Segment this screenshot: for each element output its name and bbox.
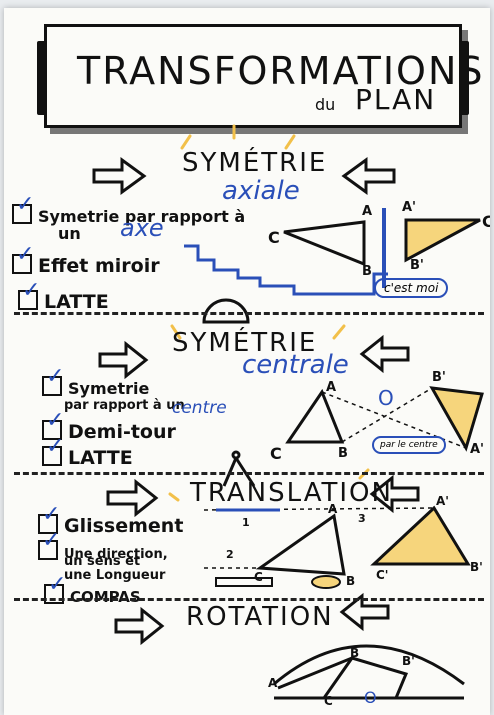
central-item-par-rapport: par rapport à un: [64, 398, 185, 413]
protractor: [202, 298, 250, 324]
divider-2: [14, 472, 484, 475]
label-C: C: [268, 228, 280, 247]
checkbox-icon: [12, 242, 34, 274]
central-item-1: Symetrie: [42, 364, 149, 398]
title-main: TRANSFORMATIONS: [77, 49, 485, 93]
staircase-line: [184, 244, 388, 296]
yellow-blob: [311, 575, 341, 589]
title-plan: PLAN: [355, 83, 437, 116]
heading-arrows: [92, 157, 420, 646]
translation-item-3: un sens et: [64, 554, 141, 569]
central-label-A: A: [326, 380, 337, 395]
axial-item-un: un: [58, 224, 81, 243]
label-C-prime: C': [482, 212, 490, 231]
trans-step-3: 3: [358, 512, 366, 525]
axial-subheading: axiale: [222, 176, 300, 206]
central-heading: SYMÉTRIE: [172, 328, 318, 358]
trans-label-B: B: [346, 574, 356, 588]
rotation-drawing: [273, 644, 465, 700]
axial-item-3: LATTE: [18, 278, 109, 313]
checkbox-icon: [38, 528, 60, 560]
central-item-2: Demi-tour: [42, 408, 176, 443]
central-triangles: [285, 386, 484, 452]
label-B-prime: B': [410, 258, 424, 273]
rot-label-O: O: [364, 688, 377, 707]
translation-heading: TRANSLATION: [190, 478, 393, 508]
central-subheading: centrale: [242, 350, 349, 380]
highlight-rays: [168, 124, 370, 502]
ruler: [215, 577, 273, 587]
checkbox-icon: [12, 192, 34, 224]
axial-bubble: c'est moi: [374, 278, 449, 298]
axial-item-axe: axe: [120, 214, 164, 242]
central-item-centre: centre: [172, 398, 227, 418]
divider-1: [14, 312, 484, 315]
axial-item-1: Symetrie par rapport à: [12, 192, 245, 226]
trans-step-1: 1: [242, 516, 250, 529]
rot-label-A: A: [268, 676, 278, 690]
label-A-prime: A': [402, 200, 417, 215]
axial-item-2: Effet miroir: [12, 242, 160, 277]
rot-label-B-prime: B': [402, 654, 415, 668]
label-B: B: [362, 264, 372, 279]
central-label-A-prime: A': [470, 442, 485, 457]
rot-label-C: C: [324, 694, 333, 708]
central-label-O: O: [378, 386, 394, 410]
trans-label-C: C: [254, 570, 263, 584]
trans-label-A: A: [328, 502, 338, 516]
title-du: du: [315, 95, 336, 114]
checkbox-icon: [44, 572, 66, 604]
central-label-B-prime: B': [432, 370, 446, 385]
trans-label-A-prime: A': [436, 494, 449, 508]
central-label-B: B: [338, 446, 348, 461]
checkbox-icon: [18, 278, 40, 310]
label-A: A: [362, 204, 373, 219]
central-item-3: LATTE: [42, 434, 133, 469]
trans-label-C-prime: C': [376, 568, 389, 582]
rot-label-B: B: [350, 646, 360, 660]
translation-triangles: [255, 505, 471, 576]
checkbox-icon: [42, 364, 64, 396]
translation-item-5: COMPAS: [44, 572, 141, 606]
flipchart-sheet: TRANSFORMATIONS du PLAN: [4, 8, 490, 715]
divider-3: [14, 598, 484, 601]
trans-label-B-prime: B': [470, 560, 483, 574]
title-frame: TRANSFORMATIONS du PLAN: [37, 24, 483, 128]
central-label-C: C: [270, 444, 282, 463]
checkbox-icon: [42, 434, 64, 466]
central-bubble: par le centre: [372, 436, 446, 454]
rotation-heading: ROTATION: [186, 602, 334, 632]
axial-heading: SYMÉTRIE: [182, 148, 328, 178]
translation-item-2: Une direction,: [38, 528, 168, 562]
translation-construction-lines: [203, 507, 435, 569]
translation-item-4: une Longueur: [64, 568, 166, 583]
trans-step-2: 2: [226, 548, 234, 561]
axial-triangles: [283, 218, 481, 267]
